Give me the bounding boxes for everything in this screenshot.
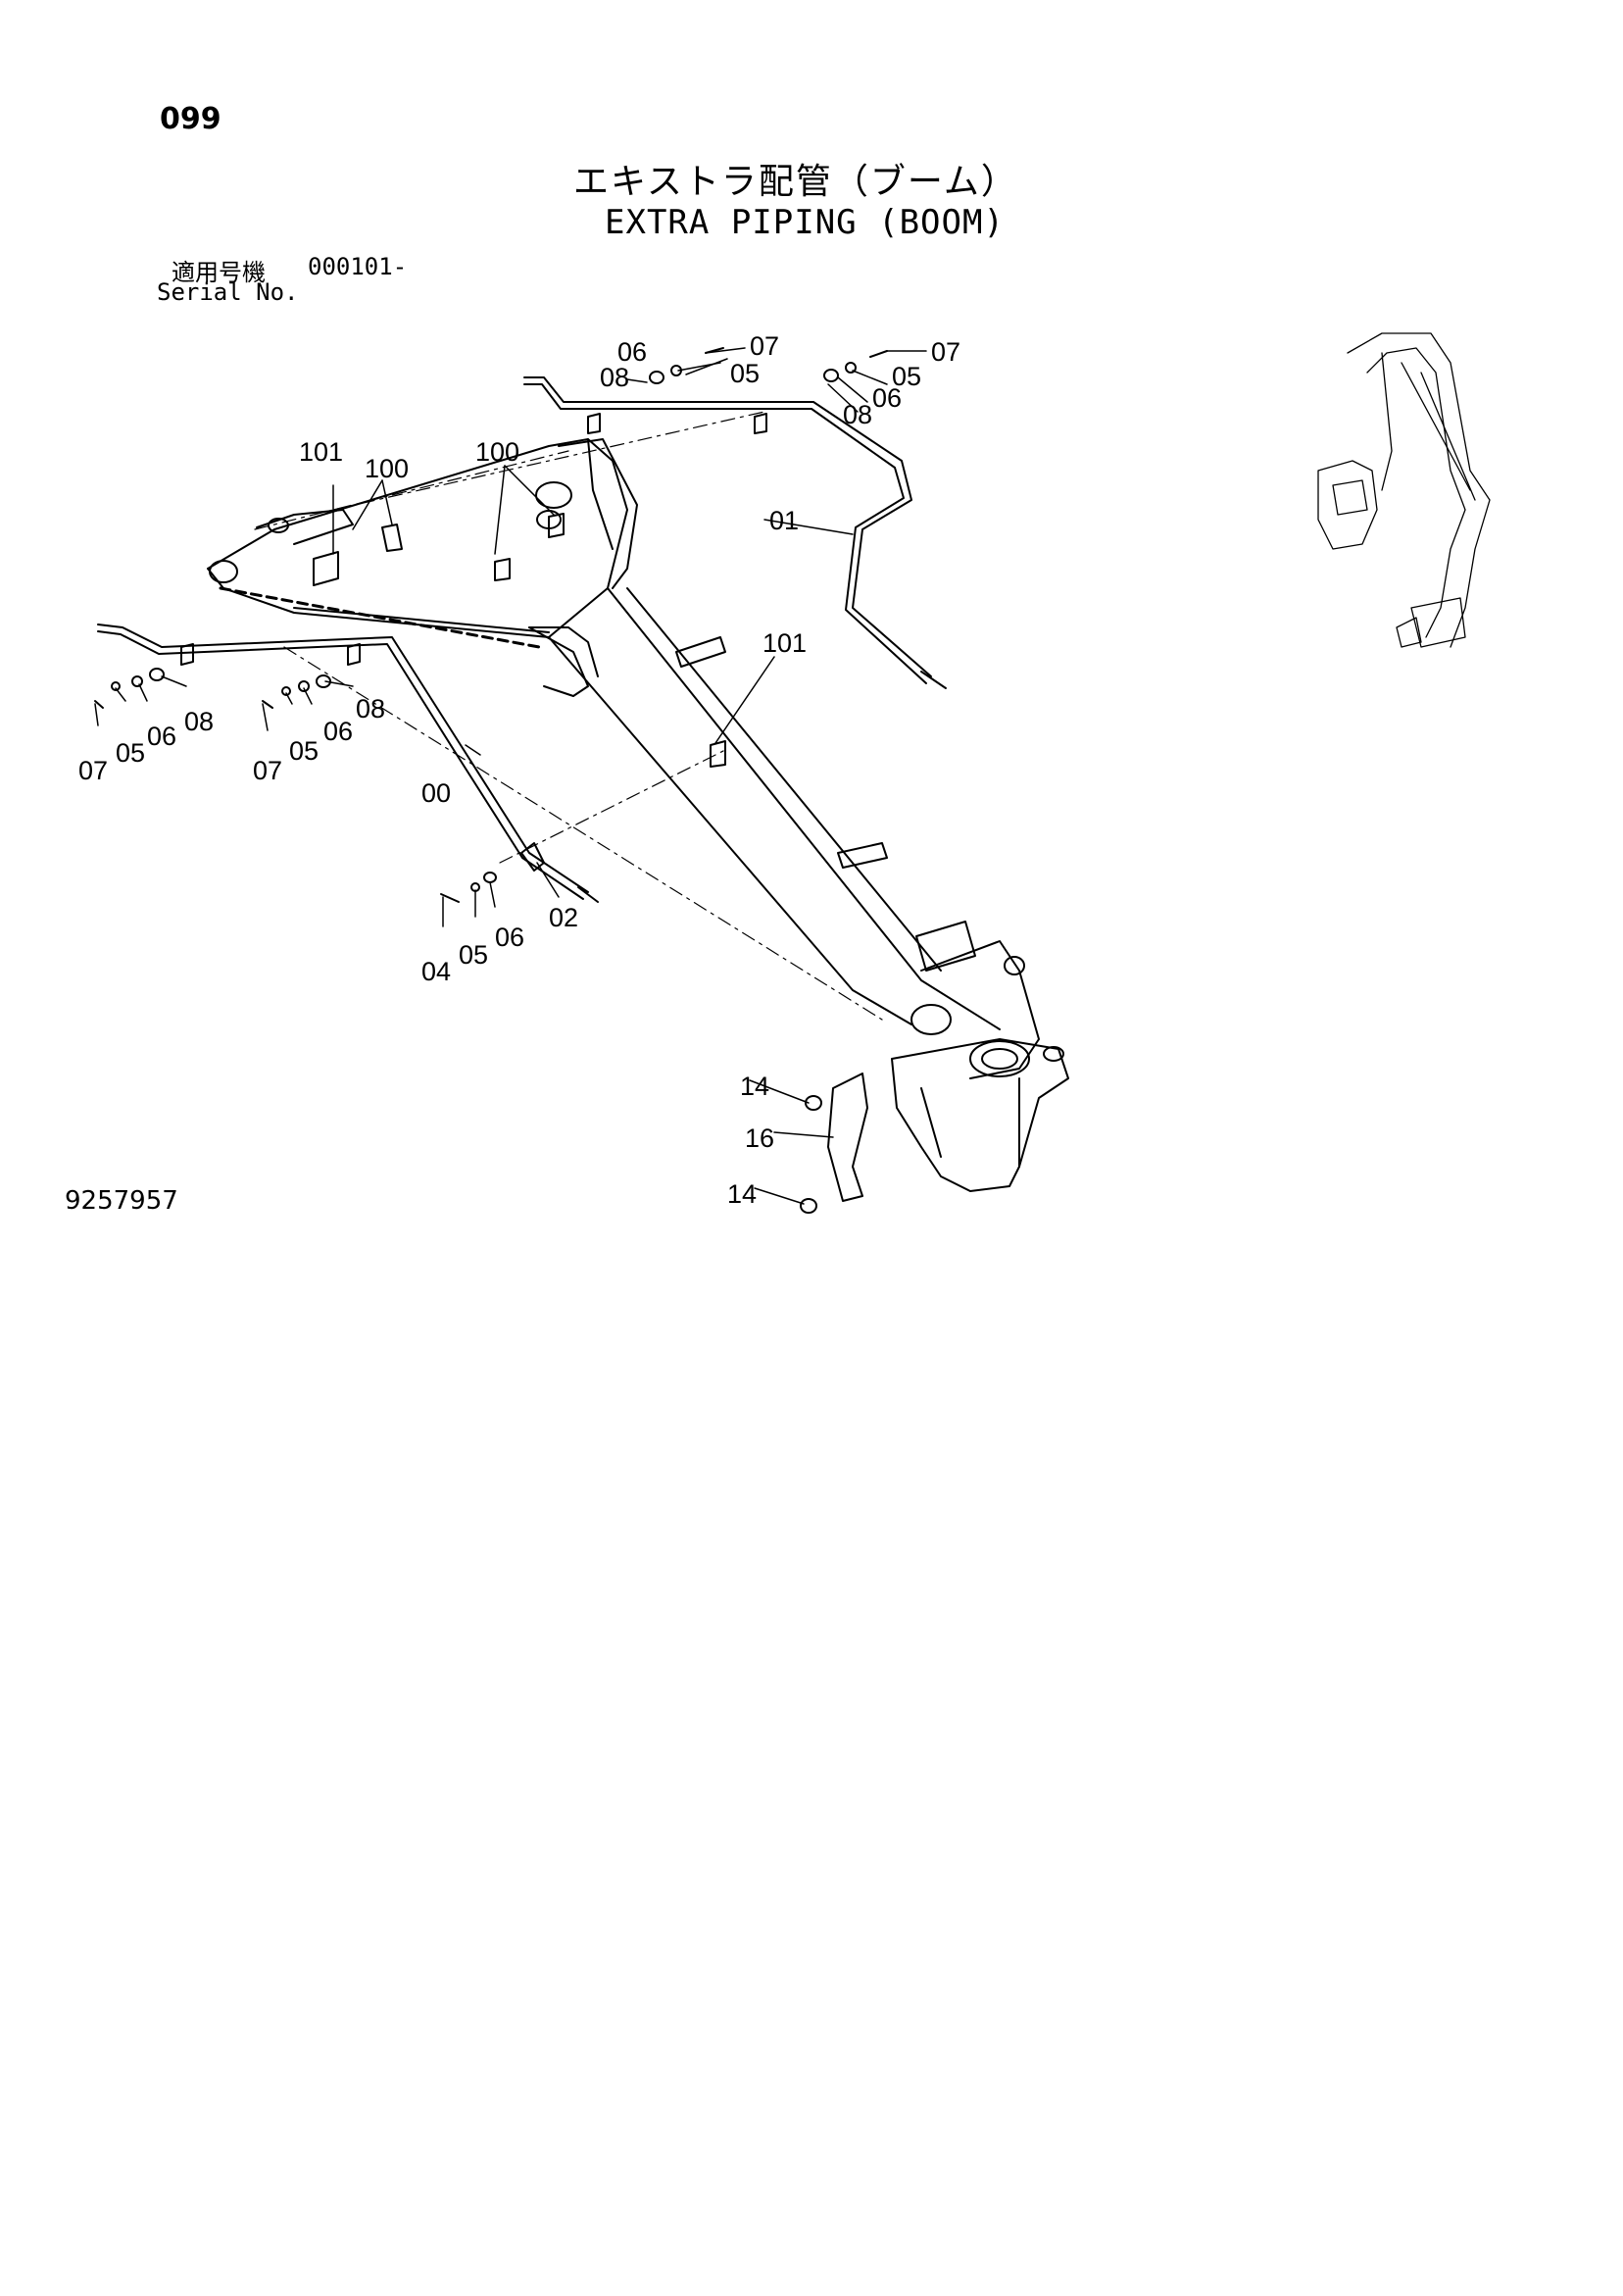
title-japanese: エキストラ配管（ブーム） bbox=[573, 162, 1018, 202]
callout-08: 08 bbox=[356, 694, 385, 724]
callout-01: 01 bbox=[769, 506, 799, 535]
page-number: 099 bbox=[160, 102, 221, 136]
callout-101: 101 bbox=[299, 437, 343, 467]
bracket-16 bbox=[827, 1073, 868, 1202]
callout-02: 02 bbox=[549, 903, 578, 932]
callout-05: 05 bbox=[892, 362, 921, 391]
callout-14: 14 bbox=[740, 1072, 769, 1101]
callout-16: 16 bbox=[745, 1123, 774, 1153]
callout-06: 06 bbox=[617, 337, 647, 367]
callout-labels: 06 07 08 05 07 05 06 08 101 100 100 01 1… bbox=[78, 331, 960, 1209]
title-english: EXTRA PIPING (BOOM) bbox=[605, 203, 1005, 242]
callout-100: 100 bbox=[475, 437, 519, 467]
callout-05: 05 bbox=[289, 736, 319, 766]
boom-arm bbox=[207, 411, 1069, 1192]
callout-04: 04 bbox=[421, 957, 451, 986]
serial-label-japanese: 適用号機 bbox=[172, 259, 266, 286]
callout-06: 06 bbox=[147, 722, 176, 751]
pipe-01 bbox=[523, 376, 947, 689]
serial-value: 000101- bbox=[308, 253, 408, 280]
callout-07: 07 bbox=[253, 756, 282, 785]
callout-06: 06 bbox=[872, 383, 902, 413]
callout-05: 05 bbox=[459, 940, 488, 970]
callout-07: 07 bbox=[931, 337, 960, 367]
callout-05: 05 bbox=[116, 738, 145, 768]
pipe-clamps bbox=[180, 413, 767, 872]
callout-06: 06 bbox=[495, 923, 524, 952]
callout-08: 08 bbox=[184, 707, 214, 736]
drawing-number: 9257957 bbox=[65, 1186, 178, 1216]
callout-14: 14 bbox=[727, 1179, 757, 1209]
serial-label-english: Serial No. bbox=[157, 278, 299, 306]
callout-05: 05 bbox=[730, 359, 760, 388]
callout-07: 07 bbox=[78, 756, 108, 785]
callout-08: 08 bbox=[843, 400, 872, 429]
pipe-00 bbox=[97, 624, 599, 903]
callout-00: 00 bbox=[421, 778, 451, 808]
callout-06: 06 bbox=[323, 717, 353, 746]
callout-08: 08 bbox=[600, 363, 629, 392]
callout-100: 100 bbox=[365, 454, 409, 483]
leader-lines bbox=[94, 347, 927, 1205]
callout-07: 07 bbox=[750, 331, 779, 361]
inset-overview-thumbnail bbox=[1317, 332, 1491, 648]
callout-101: 101 bbox=[762, 628, 807, 658]
